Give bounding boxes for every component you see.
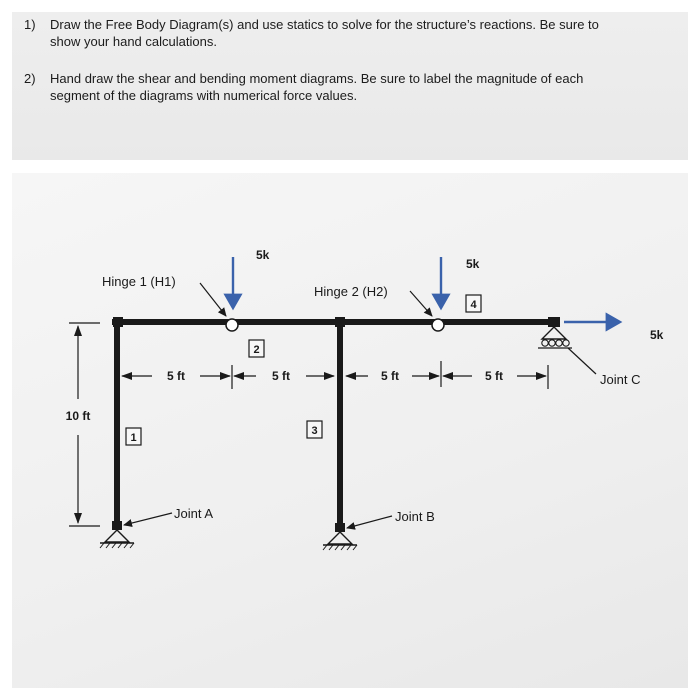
- member-1-box: 1: [125, 427, 142, 446]
- member-2-box: 2: [248, 339, 265, 358]
- hinge-2-icon: [431, 318, 445, 332]
- column-a: [114, 319, 120, 527]
- corner-joint-middle: [335, 317, 345, 327]
- pin-support-b-icon: [322, 523, 358, 551]
- span-3-label: 5 ft: [381, 369, 399, 383]
- question-1: 1) Draw the Free Body Diagram(s) and use…: [24, 16, 674, 56]
- hinge-2-leader: [409, 290, 433, 317]
- question-1-line-2: show your hand calculations.: [50, 34, 217, 49]
- joint-c-label: Joint C: [600, 372, 640, 387]
- span-2-label: 5 ft: [272, 369, 290, 383]
- frame-diagram: 5k 5k 5k Hinge 1 (H1) Hinge 2 (H2) 1 2 3…: [66, 248, 664, 551]
- question-2-line-1: Hand draw the shear and bending moment d…: [50, 71, 584, 86]
- pin-support-a-icon: [99, 521, 135, 549]
- height-label: 10 ft: [66, 409, 91, 423]
- question-1-number: 1): [24, 17, 36, 32]
- joint-c-block: [548, 317, 560, 327]
- span-1-label: 5 ft: [167, 369, 185, 383]
- frame-members: [112, 317, 560, 529]
- column-b: [337, 319, 343, 529]
- joint-a-label: Joint A: [174, 506, 213, 521]
- load-3-label: 5k: [650, 328, 664, 342]
- joint-b-label: Joint B: [395, 509, 435, 524]
- joint-b-leader: [346, 515, 393, 530]
- question-2-line-2: segment of the diagrams with numerical f…: [50, 88, 358, 103]
- horizontal-dimensions: 5 ft 5 ft 5 ft 5 ft: [121, 361, 549, 389]
- joint-a-leader: [123, 512, 173, 527]
- member-3-box: 3: [306, 420, 323, 439]
- question-2: 2) Hand draw the shear and bending momen…: [24, 70, 674, 110]
- member-4-label: 4: [470, 299, 477, 311]
- corner-joint-left: [113, 317, 123, 327]
- span-4-label: 5 ft: [485, 369, 503, 383]
- member-3-label: 3: [311, 425, 317, 437]
- hinge-2-label: Hinge 2 (H2): [314, 284, 388, 299]
- question-1-line-1: Draw the Free Body Diagram(s) and use st…: [50, 17, 599, 32]
- load-1-label: 5k: [256, 248, 270, 262]
- hinge-1-leader: [199, 282, 227, 317]
- joint-c-leader: [567, 347, 597, 375]
- hinge-1-icon: [225, 318, 239, 332]
- load-2-label: 5k: [466, 257, 480, 271]
- member-4-box: 4: [465, 294, 482, 313]
- roller-support-c-icon: [538, 326, 572, 349]
- hinge-1-label: Hinge 1 (H1): [102, 274, 176, 289]
- question-2-number: 2): [24, 71, 36, 86]
- questions-panel: [12, 12, 688, 160]
- member-2-label: 2: [253, 344, 259, 356]
- member-1-label: 1: [130, 432, 136, 444]
- diagram-panel: 5k 5k 5k Hinge 1 (H1) Hinge 2 (H2) 1 2 3…: [12, 173, 688, 688]
- vertical-dimension: 10 ft: [66, 322, 100, 527]
